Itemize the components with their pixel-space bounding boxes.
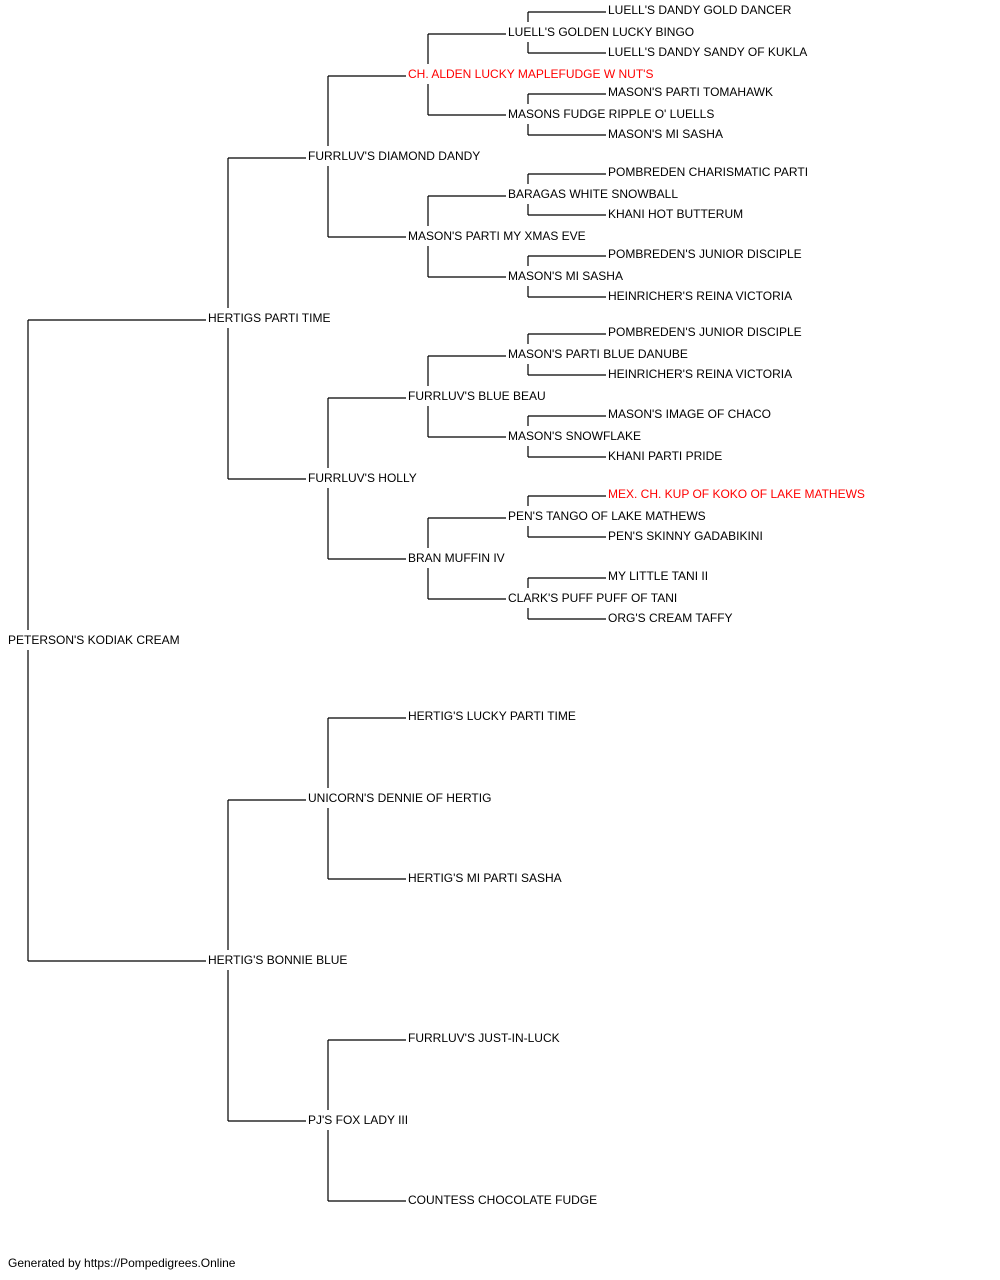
dog-mason-s-parti-tomahawk: MASON'S PARTI TOMAHAWK <box>608 85 773 99</box>
dog-hertig-s-bonnie-blue: HERTIG'S BONNIE BLUE <box>208 953 347 967</box>
dog-mason-s-mi-sasha: MASON'S MI SASHA <box>508 269 623 283</box>
dog-furrluv-s-holly: FURRLUV'S HOLLY <box>308 471 417 485</box>
dog-pen-s-skinny-gadabikini: PEN'S SKINNY GADABIKINI <box>608 529 763 543</box>
dog-heinricher-s-reina-victoria: HEINRICHER'S REINA VICTORIA <box>608 289 792 303</box>
pedigree-tree: PETERSON'S KODIAK CREAM HERTIGS PARTI TIM… <box>8 3 865 1207</box>
dog-khani-parti-pride: KHANI PARTI PRIDE <box>608 449 722 463</box>
dog-hertigs-parti-time: HERTIGS PARTI TIME <box>208 311 330 325</box>
dog-heinricher-s-reina-victoria: HEINRICHER'S REINA VICTORIA <box>608 367 792 381</box>
dog-countess-chocolate-fudge: COUNTESS CHOCOLATE FUDGE <box>408 1193 597 1207</box>
dog-hertig-s-mi-parti-sasha: HERTIG'S MI PARTI SASHA <box>408 871 562 885</box>
dog-pj-s-fox-lady-iii: PJ'S FOX LADY III <box>308 1113 408 1127</box>
dog-baragas-white-snowball: BARAGAS WHITE SNOWBALL <box>508 187 678 201</box>
dog-my-little-tani-ii: MY LITTLE TANI II <box>608 569 708 583</box>
dog-pombreden-charismatic-parti: POMBREDEN CHARISMATIC PARTI <box>608 165 808 179</box>
dog-mason-s-snowflake: MASON'S SNOWFLAKE <box>508 429 641 443</box>
dog-mason-s-image-of-chaco: MASON'S IMAGE OF CHACO <box>608 407 771 421</box>
dog-furrluv-s-just-in-luck: FURRLUV'S JUST-IN-LUCK <box>408 1031 560 1045</box>
dog-furrluv-s-blue-beau: FURRLUV'S BLUE BEAU <box>408 389 546 403</box>
dog-bran-muffin-iv: BRAN MUFFIN IV <box>408 551 505 565</box>
dog-pombreden-s-junior-disciple: POMBREDEN'S JUNIOR DISCIPLE <box>608 325 802 339</box>
dog-hertig-s-lucky-parti-time: HERTIG'S LUCKY PARTI TIME <box>408 709 576 723</box>
dog-luell-s-golden-lucky-bingo: LUELL'S GOLDEN LUCKY BINGO <box>508 25 694 39</box>
dog-luell-s-dandy-sandy-of-kukla: LUELL'S DANDY SANDY OF KUKLA <box>608 45 807 59</box>
dog-mason-s-parti-blue-danube: MASON'S PARTI BLUE DANUBE <box>508 347 688 361</box>
generated-by-footer: Generated by https://Pompedigrees.Online <box>8 1256 236 1270</box>
dog-pombreden-s-junior-disciple: POMBREDEN'S JUNIOR DISCIPLE <box>608 247 802 261</box>
dog-ch-alden-lucky-maplefudge-w-nut-s: CH. ALDEN LUCKY MAPLEFUDGE W NUT'S <box>408 67 653 81</box>
dog-khani-hot-butterum: KHANI HOT BUTTERUM <box>608 207 743 221</box>
dog-unicorn-s-dennie-of-hertig: UNICORN'S DENNIE OF HERTIG <box>308 791 491 805</box>
dog-pen-s-tango-of-lake-mathews: PEN'S TANGO OF LAKE MATHEWS <box>508 509 706 523</box>
dog-clark-s-puff-puff-of-tani: CLARK'S PUFF PUFF OF TANI <box>508 591 677 605</box>
dog-peterson-s-kodiak-cream: PETERSON'S KODIAK CREAM <box>8 633 180 647</box>
dog-luell-s-dandy-gold-dancer: LUELL'S DANDY GOLD DANCER <box>608 3 792 17</box>
dog-mex-ch-kup-of-koko-of-lake-mathews: MEX. CH. KUP OF KOKO OF LAKE MATHEWS <box>608 487 865 501</box>
dog-org-s-cream-taffy: ORG'S CREAM TAFFY <box>608 611 733 625</box>
dog-masons-fudge-ripple-o-luells: MASONS FUDGE RIPPLE O' LUELLS <box>508 107 714 121</box>
dog-mason-s-parti-my-xmas-eve: MASON'S PARTI MY XMAS EVE <box>408 229 586 243</box>
dog-furrluv-s-diamond-dandy: FURRLUV'S DIAMOND DANDY <box>308 149 480 163</box>
dog-mason-s-mi-sasha: MASON'S MI SASHA <box>608 127 723 141</box>
